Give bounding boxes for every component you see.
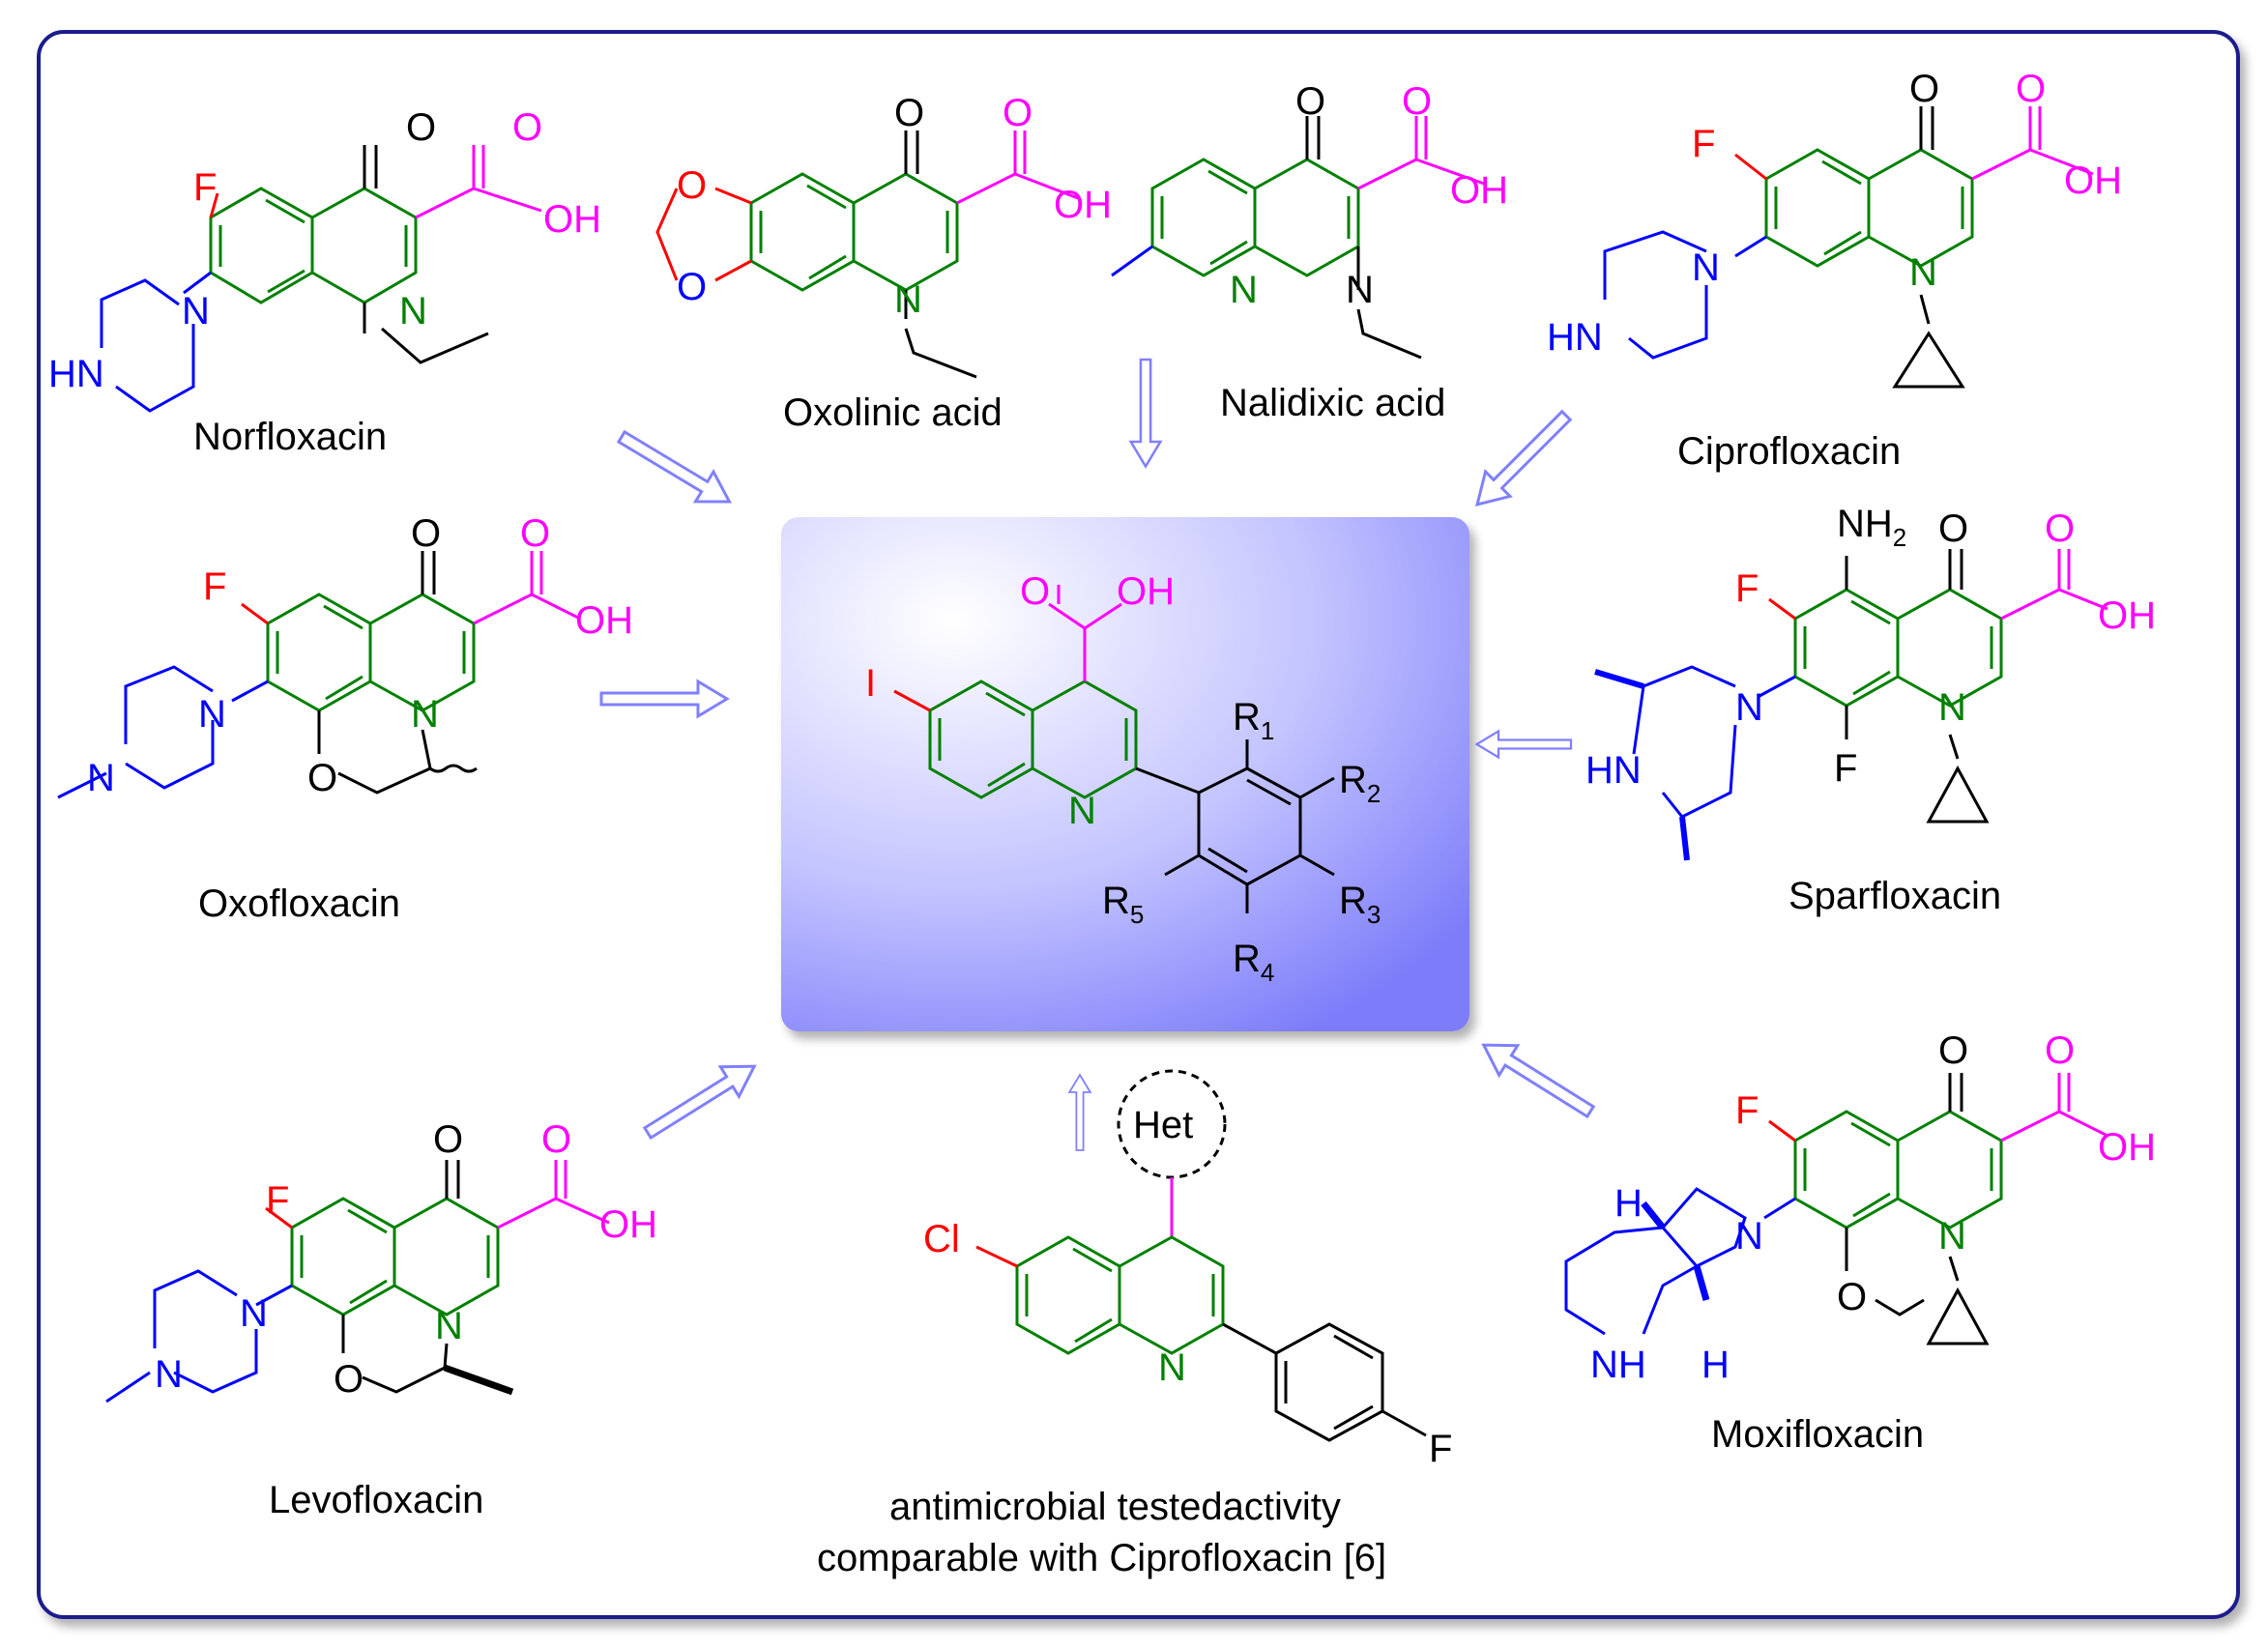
moxiflox-f: F xyxy=(1735,1089,1759,1132)
label-ciprofloxacin: Ciprofloxacin xyxy=(1677,430,1901,473)
oxoflox-n-ring: N xyxy=(411,693,439,736)
oxoflox-acid-o: O xyxy=(520,512,550,555)
sparflox-f-top: F xyxy=(1735,567,1759,610)
oxolinic-n: N xyxy=(894,278,922,321)
norfloxacin-oh: OH xyxy=(543,198,601,241)
norfloxacin-ketone-o: O xyxy=(406,106,436,149)
levoflox-n-piperazine: N xyxy=(240,1292,268,1335)
oxofloxacin-structure xyxy=(57,551,581,799)
cipro-ketone-o: O xyxy=(1909,68,1939,110)
label-levofloxacin: Levofloxacin xyxy=(269,1479,483,1521)
oxoflox-o-ring: O xyxy=(307,757,337,799)
moxiflox-o-methoxy: O xyxy=(1837,1276,1867,1318)
nalidixic-n-2: N xyxy=(1346,269,1374,311)
cipro-hn: HN xyxy=(1547,316,1603,359)
sparflox-n-piperazine: N xyxy=(1735,686,1763,729)
central-scaffold-structure xyxy=(893,585,1335,913)
sparflox-nh2: NH2 xyxy=(1837,503,1906,552)
sparfloxacin-structure xyxy=(1594,549,2108,861)
cipro-n-ring: N xyxy=(1909,251,1937,294)
moxiflox-oh: OH xyxy=(2098,1126,2156,1169)
sparflox-hn: HN xyxy=(1585,749,1642,792)
cipro-f: F xyxy=(1692,123,1715,165)
scaffold-acid-o: O xyxy=(1020,570,1050,613)
label-oxofloxacin: Oxofloxacin xyxy=(198,882,400,925)
levofloxacin-structure xyxy=(105,1160,610,1403)
oxolinic-acid-o: O xyxy=(1003,92,1032,134)
svg-text:R2: R2 xyxy=(1339,759,1381,808)
levoflox-n-ring: N xyxy=(435,1305,463,1347)
levoflox-ketone-o: O xyxy=(433,1118,463,1161)
oxolinic-o-bottom: O xyxy=(677,266,707,308)
norfloxacin-acid-o: O xyxy=(512,106,542,149)
oxolinic-oh: OH xyxy=(1054,184,1112,226)
label-sparfloxacin: Sparfloxacin xyxy=(1788,875,2001,917)
svg-text:R5: R5 xyxy=(1102,880,1144,929)
moxiflox-nh: NH xyxy=(1590,1344,1646,1386)
norfloxacin-structure xyxy=(100,145,542,413)
levoflox-n-methyl: N xyxy=(155,1353,183,1396)
scaffold-oh: OH xyxy=(1117,570,1175,613)
scaffold-r2: R2 xyxy=(1339,759,1381,808)
moxiflox-n-ring: N xyxy=(1938,1215,1966,1258)
nalidixic-oh: OH xyxy=(1450,169,1508,212)
bottom-n: N xyxy=(1158,1346,1186,1389)
sparflox-oh: OH xyxy=(2098,594,2156,637)
nalidixic-ketone-o: O xyxy=(1295,80,1325,123)
oxoflox-n-piperazine: N xyxy=(198,693,226,736)
bottom-caption-line2: comparable with Ciprofloxacin [6] xyxy=(817,1537,1386,1579)
nalidixic-acid-structure xyxy=(1111,116,1485,360)
moxiflox-ketone-o: O xyxy=(1938,1029,1968,1072)
oxoflox-ketone-o: O xyxy=(411,512,441,555)
bottom-f: F xyxy=(1429,1428,1452,1470)
moxiflox-h-bottom: H xyxy=(1701,1344,1730,1386)
svg-text:R1: R1 xyxy=(1233,696,1274,745)
het-label: Het xyxy=(1133,1104,1193,1146)
norfloxacin-f: F xyxy=(193,166,217,209)
cipro-acid-o: O xyxy=(2016,68,2046,110)
levoflox-oh: OH xyxy=(599,1203,657,1246)
svg-text:R3: R3 xyxy=(1339,880,1381,929)
sparflox-n-ring: N xyxy=(1938,686,1966,729)
ciprofloxacin-structure xyxy=(1603,106,2094,389)
scaffold-n: N xyxy=(1068,790,1096,832)
label-oxolinic-acid: Oxolinic acid xyxy=(783,391,1003,434)
bottom-cl: Cl xyxy=(923,1218,960,1260)
label-moxifloxacin: Moxifloxacin xyxy=(1711,1413,1924,1456)
bottom-caption-line1: antimicrobial testedactivity xyxy=(889,1486,1341,1528)
norfloxacin-n-ring: N xyxy=(399,290,427,333)
scaffold-r3: R3 xyxy=(1339,880,1381,929)
sparflox-acid-o: O xyxy=(2045,507,2075,550)
oxoflox-oh: OH xyxy=(575,599,633,642)
oxoflox-n-methyl: N xyxy=(87,757,115,799)
cipro-n-piperazine: N xyxy=(1692,246,1720,289)
moxifloxacin-structure xyxy=(1564,1073,2108,1345)
moxiflox-acid-o: O xyxy=(2045,1029,2075,1072)
svg-text:R4: R4 xyxy=(1233,938,1274,987)
moxiflox-h-top: H xyxy=(1614,1182,1643,1225)
oxolinic-ketone-o: O xyxy=(894,92,924,134)
scaffold-r4: R4 xyxy=(1233,938,1274,987)
levoflox-acid-o: O xyxy=(541,1118,571,1161)
scaffold-r1: R1 xyxy=(1233,696,1274,745)
nalidixic-n-1: N xyxy=(1230,269,1258,311)
sparflox-ketone-o: O xyxy=(1938,507,1968,550)
het-quinoline-structure xyxy=(975,1069,1427,1442)
levoflox-f: F xyxy=(266,1179,289,1222)
oxolinic-o-top: O xyxy=(677,164,707,207)
oxoflox-f: F xyxy=(203,565,226,608)
nalidixic-acid-o: O xyxy=(1402,80,1432,123)
scaffold-i: I xyxy=(865,662,876,705)
levoflox-o-ring: O xyxy=(334,1358,363,1401)
label-nalidixic-acid: Nalidixic acid xyxy=(1220,382,1445,424)
cipro-oh: OH xyxy=(2064,159,2122,202)
sparflox-f-bottom: F xyxy=(1834,747,1857,790)
norfloxacin-hn: HN xyxy=(48,353,104,395)
moxiflox-n-pyrrolidine: N xyxy=(1735,1215,1763,1258)
scaffold-r5: R5 xyxy=(1102,880,1144,929)
norfloxacin-n-piperazine: N xyxy=(182,290,210,333)
oxolinic-acid-structure xyxy=(655,130,1079,379)
label-norfloxacin: Norfloxacin xyxy=(193,416,387,458)
